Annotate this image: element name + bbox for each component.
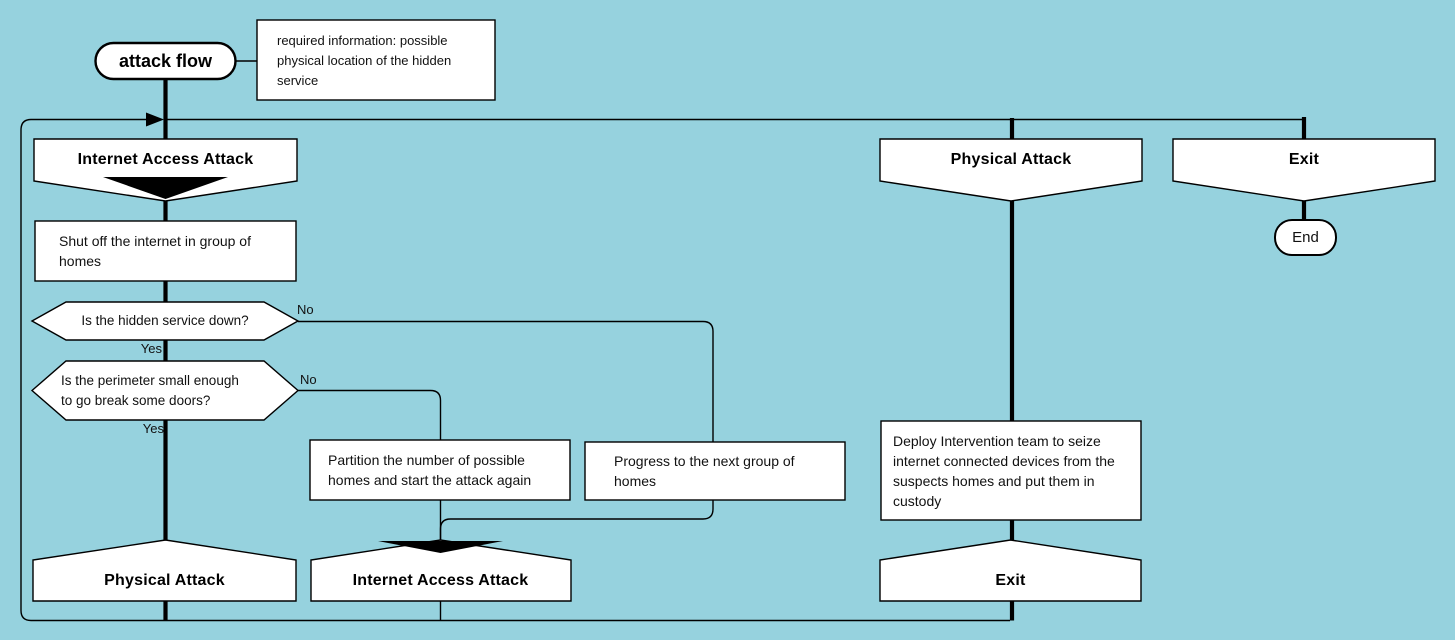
- process-shape-partition: [309, 439, 571, 501]
- end-terminator-shape: [1274, 219, 1337, 256]
- process-label-shut-off: Shut off the internet in group of homes: [59, 233, 251, 269]
- process-label-deploy: Deploy Intervention team to seize intern…: [893, 432, 1115, 509]
- branch-shape-iaa-top: [33, 138, 298, 202]
- process-label-progress: Progress to the next group of homes: [614, 453, 795, 489]
- process-shape-progress: [584, 441, 846, 501]
- start-terminator-shape: [94, 41, 237, 81]
- edge-label-yes-1: Yes: [140, 341, 162, 356]
- fat-arrowhead-iaa-top-icon: [103, 177, 228, 199]
- process-shape-shut-off: [34, 220, 297, 282]
- decision-shape-service-down: [30, 301, 300, 341]
- branch-label-iaa-bottom: Internet Access Attack: [352, 571, 529, 589]
- branch-shape-exit-bottom: [879, 539, 1142, 602]
- process-shape-deploy: [880, 420, 1142, 521]
- start-terminator-label: attack flow: [118, 50, 213, 71]
- loop-arrowhead-icon: [146, 112, 164, 127]
- edge-label-no-1: No: [297, 302, 314, 317]
- branch-label-iaa-top: Internet Access Attack: [77, 151, 254, 168]
- branch-label-physical-bottom: Physical Attack: [104, 571, 225, 589]
- branch-shape-exit-top: [1172, 138, 1436, 202]
- branch-shape-iaa-bottom: [310, 539, 572, 602]
- branch-shape-physical-bottom: [32, 539, 297, 602]
- process-label-partition: Partition the number of possible homes a…: [328, 452, 532, 488]
- decision-label-service-down: Is the hidden service down?: [81, 313, 249, 328]
- end-terminator-label: End: [1292, 229, 1319, 246]
- branch-label-physical-top: Physical Attack: [950, 151, 1072, 168]
- note-shape: [256, 19, 496, 101]
- branch-shape-physical-top: [879, 138, 1143, 202]
- connector-loop-back: [20, 118, 1010, 622]
- connector-no-service-down: [298, 320, 714, 542]
- fat-arrowhead-iaa-bottom-icon: [378, 541, 503, 553]
- connector-no-perimeter: [298, 389, 442, 542]
- decision-shape-perimeter: [30, 360, 300, 421]
- note-text: required information: possible physical …: [277, 33, 452, 88]
- branch-label-exit-top: Exit: [1288, 151, 1320, 168]
- edge-label-no-2: No: [300, 372, 317, 387]
- branch-label-exit-bottom: Exit: [995, 571, 1026, 589]
- edge-label-yes-2: Yes: [142, 421, 164, 436]
- decision-label-perimeter: Is the perimeter small enough to go brea…: [61, 372, 239, 408]
